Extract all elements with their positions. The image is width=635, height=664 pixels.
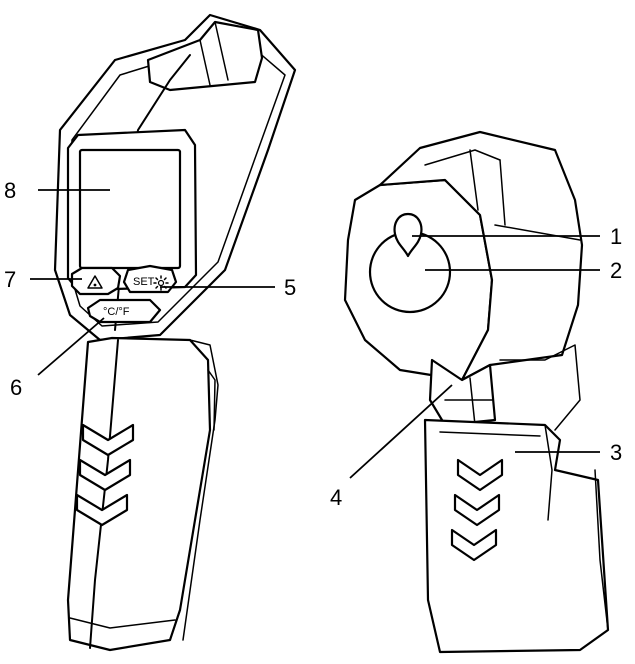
callout-1: 1 [412, 224, 622, 249]
rear-view-thermometer [343, 130, 610, 654]
front-grip-chevrons [75, 423, 135, 527]
unit-toggle-button[interactable] [86, 298, 162, 324]
svg-text:6: 6 [10, 375, 22, 400]
laser-button[interactable] [70, 266, 122, 296]
callout-3: 3 [515, 440, 622, 465]
callout-5: 5 [160, 275, 296, 300]
callout-4: 4 [330, 384, 453, 510]
callout-2: 2 [425, 258, 622, 283]
callout-8: 8 [4, 178, 110, 203]
svg-text:3: 3 [610, 440, 622, 465]
display-screen [78, 148, 182, 270]
unit-button-label: °C/°F [103, 306, 130, 318]
svg-text:1: 1 [610, 224, 622, 249]
set-button-label: SET [133, 276, 155, 288]
front-view-thermometer: SET °C/°F [53, 13, 297, 652]
svg-text:7: 7 [4, 267, 16, 292]
callout-7: 7 [4, 267, 82, 292]
front-handle [66, 336, 212, 652]
callout-6: 6 [10, 317, 105, 400]
svg-text:4: 4 [330, 485, 342, 510]
laser-aperture [393, 212, 423, 258]
svg-text:2: 2 [610, 258, 622, 283]
laser-warning-triangle-icon [87, 275, 103, 289]
svg-text:8: 8 [4, 178, 16, 203]
svg-text:5: 5 [284, 275, 296, 300]
trigger[interactable] [428, 358, 497, 427]
rear-grip-chevrons [450, 458, 504, 562]
